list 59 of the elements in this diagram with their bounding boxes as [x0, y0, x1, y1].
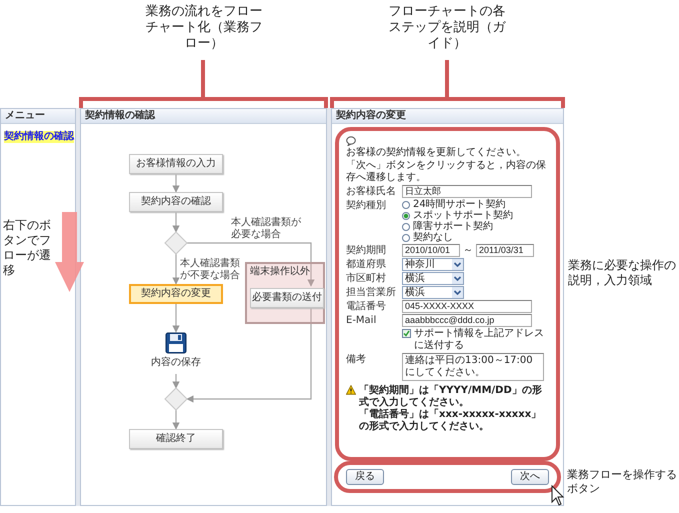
- process-box: 必要書類の送付: [250, 288, 324, 308]
- field-label: 契約種別: [346, 199, 387, 212]
- group-label: 端末操作以外: [250, 266, 310, 277]
- arrow: [172, 212, 180, 233]
- field-label: 電話番号: [346, 300, 387, 313]
- edge-label: 本人確認書類が必要な場合: [231, 217, 302, 241]
- field-label: お客様氏名: [346, 185, 397, 198]
- menu-link: 契約情報の確認: [4, 131, 74, 143]
- group-box: [245, 262, 325, 324]
- dropdown: 横浜: [402, 272, 464, 285]
- process-box: 確認終了: [129, 429, 223, 449]
- instruction-text: お客様の契約情報を更新してください。: [346, 147, 527, 159]
- callout-text: 業務の流れをフローチャート化（業務フロー）: [144, 4, 264, 52]
- text-field: aaabbbccc@ddd.co.jp: [402, 314, 532, 327]
- field-label: 契約期間: [346, 244, 387, 257]
- text-field: 2011/03/31: [476, 244, 534, 257]
- process-box: お客様情報の入力: [129, 154, 223, 174]
- warning-text: 「契約期間」は「YYYY/MM/DD」の形式で入力してください。: [359, 385, 543, 408]
- field-label: 都道府県: [346, 258, 387, 271]
- arrow: [187, 242, 315, 287]
- merge-diamond: [165, 388, 187, 410]
- field-label: 市区町村: [346, 272, 387, 285]
- callout-text: 業務フローを操作するボタン: [567, 468, 678, 496]
- merge-diamond: [165, 232, 187, 254]
- current-step-box: 契約内容の変更: [129, 284, 223, 304]
- option-label: 障害サポート契約: [413, 221, 493, 232]
- text-area: 連絡は平日の13:00～17:00にしてください。: [402, 353, 544, 381]
- option-label: 24時間サポート契約: [413, 199, 506, 210]
- callout-text: フローチャートの各ステップを説明（ガイド）: [388, 4, 507, 52]
- option-label: 契約なし: [413, 232, 453, 243]
- arrow: [172, 304, 180, 333]
- arrow: [172, 410, 180, 430]
- arrow: [172, 174, 180, 193]
- checkbox-label: サポート情報を上記アドレスに送付する: [414, 328, 545, 352]
- text-field: 2010/10/01: [402, 244, 460, 257]
- field-label: 備考: [346, 353, 367, 366]
- panel-title: メニュー: [1, 109, 75, 124]
- callout-text: 業務に必要な操作の説明，入力領域: [568, 258, 677, 288]
- warning-text: 「電話番号」は「xxx-xxxxx-xxxxx」の形式で入力してください。: [359, 409, 542, 433]
- dropdown: 横浜: [402, 286, 464, 299]
- arrow: [172, 254, 180, 285]
- panel-title: 契約内容の変更: [332, 109, 563, 124]
- arrow: [186, 306, 312, 403]
- field-label: E-Mail: [346, 314, 378, 327]
- next-button: 次へ: [511, 469, 549, 485]
- instruction-text: 「次へ」ボタンをクリックすると，内容の保存へ遷移します。: [346, 160, 547, 184]
- range-separator: ～: [463, 245, 473, 256]
- callout-text: 右下のボタンでフローが遷移: [3, 218, 52, 278]
- panel-title: 契約情報の確認: [81, 109, 326, 124]
- text-field: 045-XXXX-XXXX: [402, 300, 532, 313]
- text-field: 日立太郎: [402, 185, 532, 198]
- dropdown: 神奈川: [402, 258, 464, 271]
- arrow: [172, 374, 180, 389]
- back-button: 戻る: [346, 469, 384, 485]
- step-label: 内容の保存: [151, 357, 201, 369]
- option-label: スポットサポート契約: [413, 210, 513, 221]
- field-label: 担当営業所: [346, 286, 397, 299]
- process-box: 契約内容の確認: [129, 192, 223, 212]
- edge-label: 本人確認書類が不要な場合: [180, 258, 241, 282]
